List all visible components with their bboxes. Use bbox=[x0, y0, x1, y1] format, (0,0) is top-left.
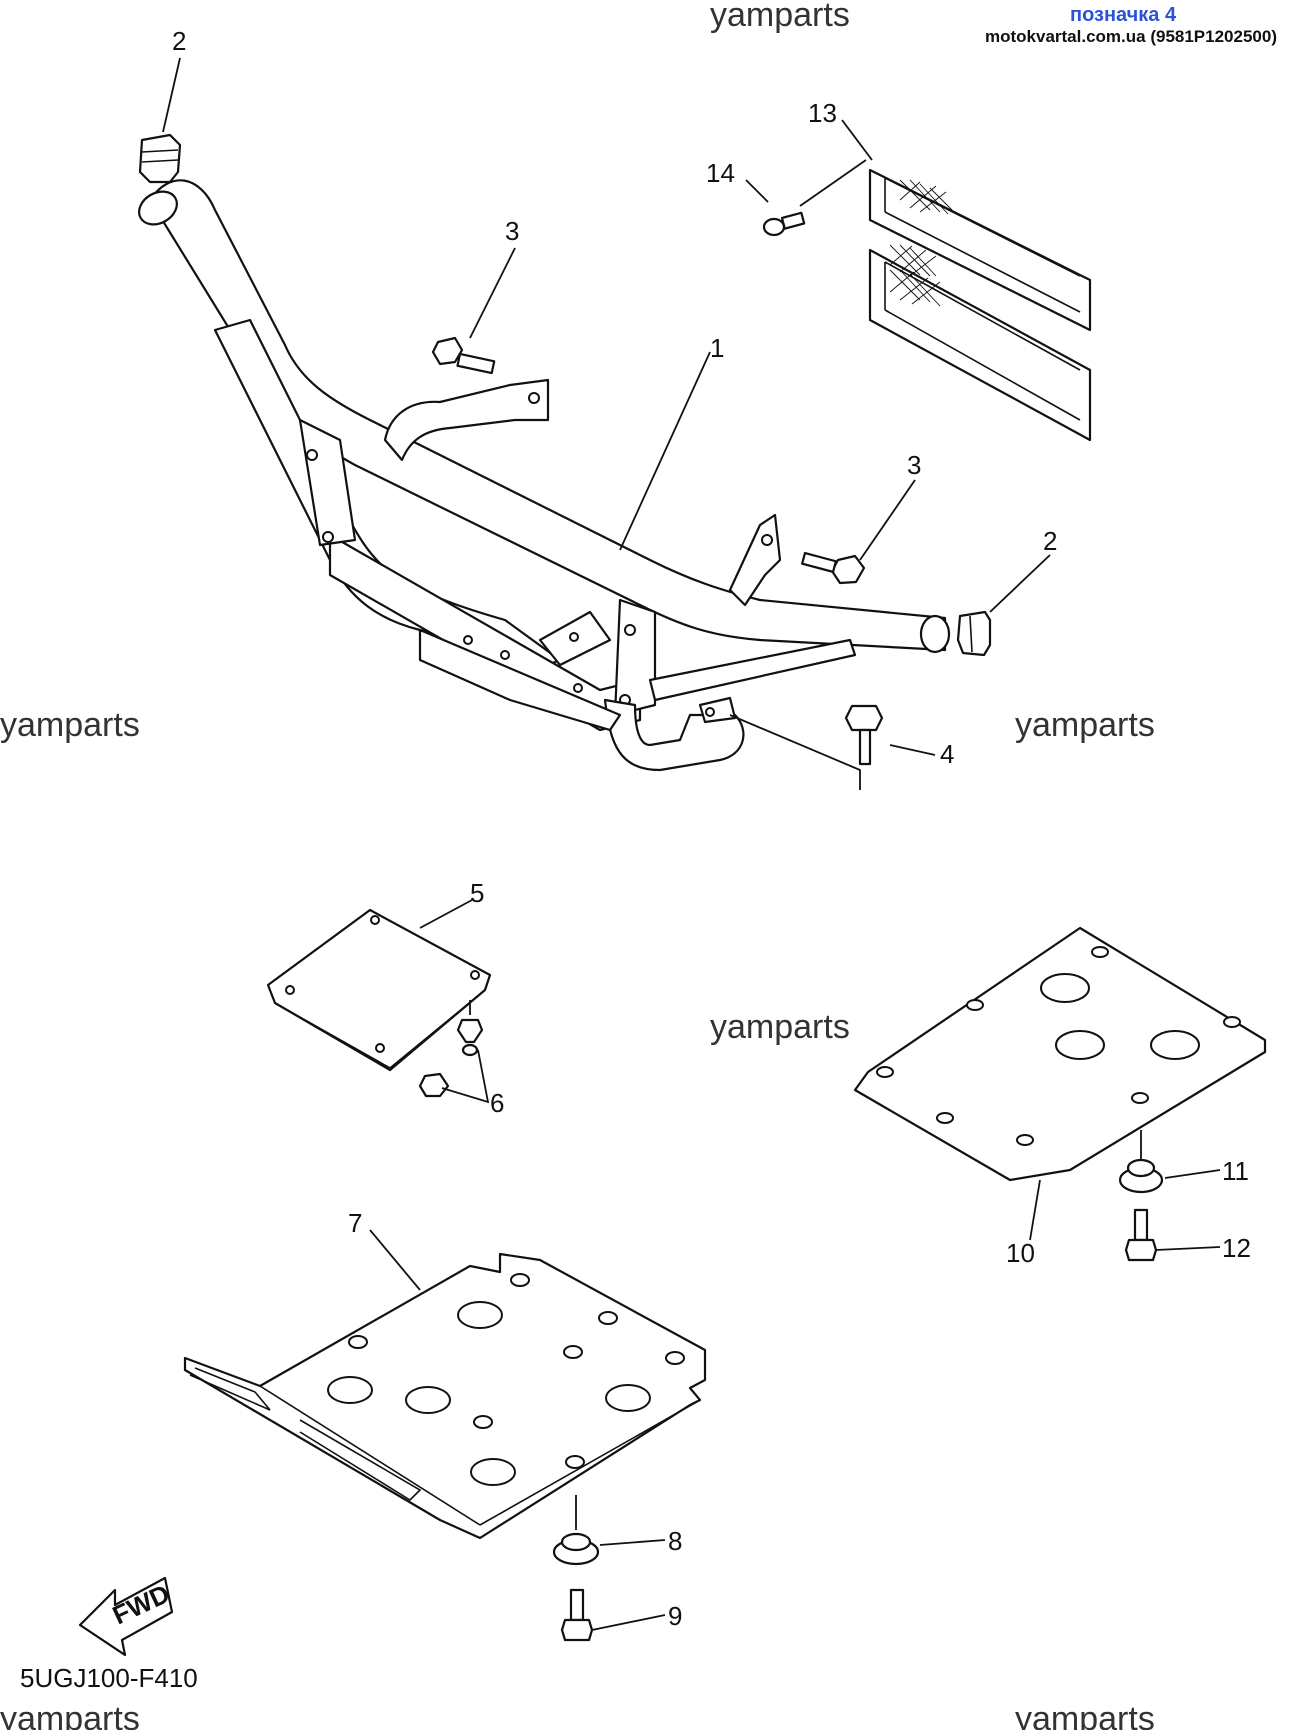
fastener-part-6 bbox=[418, 1018, 484, 1098]
plate-part-10 bbox=[853, 926, 1267, 1182]
watermark: yamparts bbox=[710, 0, 850, 34]
callout-11: 11 bbox=[1222, 1156, 1249, 1186]
skid-plate-part-7 bbox=[183, 1252, 707, 1540]
callout-4: 4 bbox=[940, 739, 954, 769]
front-guard-part-1 bbox=[138, 179, 951, 772]
fwd-arrow-icon: FWD bbox=[78, 1576, 174, 1657]
callout-12: 12 bbox=[1222, 1233, 1251, 1263]
header-badge: позначка 4 bbox=[1070, 4, 1177, 26]
callout-1: 1 bbox=[710, 333, 724, 363]
callout-2: 2 bbox=[1043, 526, 1057, 556]
skid-plate-part-5 bbox=[266, 908, 492, 1072]
bolt-part-12 bbox=[1124, 1208, 1158, 1262]
callout-2: 2 bbox=[172, 26, 186, 56]
callout-3: 3 bbox=[907, 450, 921, 480]
screw-part-14 bbox=[762, 211, 806, 237]
watermark: yamparts bbox=[0, 706, 140, 744]
watermark: yamparts bbox=[1015, 1700, 1155, 1730]
bolt-part-3 bbox=[431, 336, 866, 585]
callout-8: 8 bbox=[668, 1526, 682, 1556]
bolt-part-9 bbox=[560, 1588, 594, 1642]
watermark: yamparts bbox=[0, 1700, 140, 1730]
callout-3: 3 bbox=[505, 216, 519, 246]
part-code: 5UGJ100-F410 bbox=[20, 1663, 198, 1693]
header-site: motokvartal.com.ua (9581P1202500) bbox=[985, 27, 1277, 46]
leader-lines bbox=[162, 57, 1221, 1631]
callout-9: 9 bbox=[668, 1601, 682, 1631]
callout-7: 7 bbox=[348, 1208, 362, 1238]
bolt-part-4 bbox=[844, 704, 884, 766]
callout-5: 5 bbox=[470, 878, 484, 908]
callout-14: 14 bbox=[706, 158, 735, 188]
collar-part-11 bbox=[1118, 1130, 1164, 1194]
collar-part-8 bbox=[552, 1495, 600, 1566]
end-cap-part-2 bbox=[138, 133, 992, 657]
watermark: yamparts bbox=[710, 1008, 850, 1046]
callout-10: 10 bbox=[1006, 1238, 1035, 1268]
watermark: yamparts bbox=[1015, 706, 1155, 744]
callout-6: 6 bbox=[490, 1088, 504, 1118]
screen-part-13 bbox=[868, 168, 1092, 442]
callout-13: 13 bbox=[808, 98, 837, 128]
